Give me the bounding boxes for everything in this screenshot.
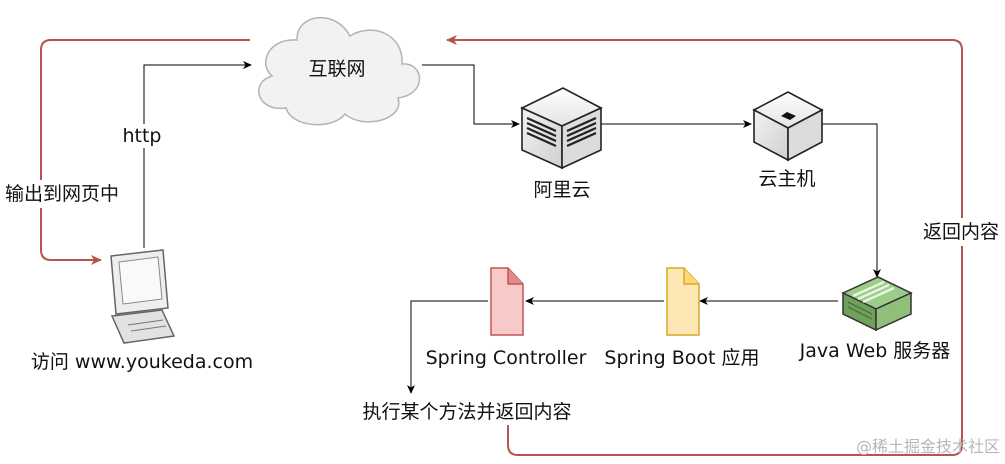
- cloud-host-label: 云主机: [758, 168, 815, 190]
- java-web-server-label: Java Web 服务器: [799, 340, 951, 362]
- return-arrows: [40, 35, 963, 456]
- computer-label: 访问 www.youkeda.com: [31, 351, 253, 373]
- server-icon: [520, 87, 603, 170]
- document-icon: [490, 267, 524, 336]
- arrow-cloudhost-to-javaweb: [822, 123, 881, 278]
- arrow-internet-output-to-computer: [40, 39, 250, 265]
- virtual-machine-icon: [752, 91, 824, 162]
- http-label: http: [122, 125, 161, 147]
- method-label: 执行某个方法并返回内容: [362, 401, 571, 423]
- spring-boot-label: Spring Boot 应用: [604, 347, 759, 369]
- spring-controller-node: Spring Controller: [426, 267, 587, 369]
- arrow-internet-to-aliyun: [422, 64, 520, 128]
- watermark: @稀土掘金技术社区: [856, 437, 1000, 456]
- output-label: 输出到网页中: [5, 183, 119, 205]
- cloud-host-node: 云主机: [752, 91, 824, 190]
- spring-controller-label: Spring Controller: [426, 347, 587, 369]
- return-label: 返回内容: [923, 221, 999, 243]
- internet-label: 互联网: [308, 58, 365, 80]
- internet-node: 互联网: [258, 17, 421, 126]
- arrow-method-return-to-internet: [446, 35, 963, 456]
- aliyun-node: 阿里云: [520, 87, 603, 201]
- web-server-icon: [841, 276, 913, 332]
- aliyun-label: 阿里云: [533, 179, 590, 201]
- document-icon: [666, 267, 700, 336]
- computer-icon: [110, 249, 176, 344]
- computer-node: 访问 www.youkeda.com: [31, 249, 253, 373]
- arrow-computer-to-internet: [143, 61, 252, 248]
- cloud-icon: [258, 17, 421, 126]
- arrow-controller-to-method: [407, 300, 488, 394]
- request-arrows: [143, 61, 881, 394]
- java-web-server-node: Java Web 服务器: [799, 276, 951, 362]
- spring-boot-node: Spring Boot 应用: [604, 267, 760, 369]
